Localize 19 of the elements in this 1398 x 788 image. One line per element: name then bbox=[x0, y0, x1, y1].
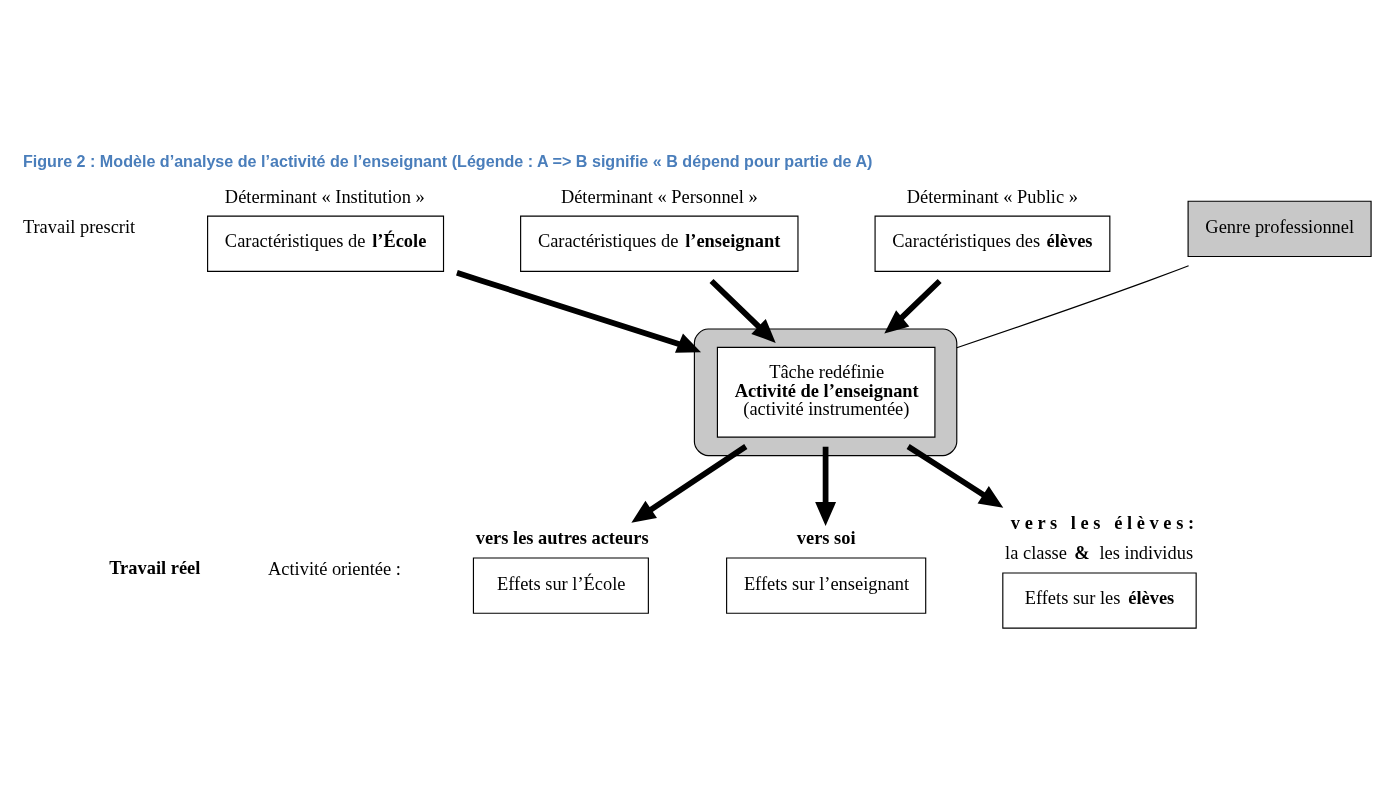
node-label: Déterminant « Institution » bbox=[224, 187, 425, 208]
node-label: vers les autres acteurs bbox=[475, 527, 649, 548]
connector bbox=[956, 265, 1190, 349]
node-label: Déterminant « Public » bbox=[906, 187, 1078, 208]
arrow bbox=[815, 446, 837, 526]
label: Activité orientée : bbox=[268, 559, 401, 580]
arrow bbox=[906, 444, 1004, 508]
node-label: vers soi bbox=[796, 527, 856, 548]
diagram-title: Figure 2 : Modèle d’analyse de l’activité de l’enseignant (Légende : A => B signifie « B dépend pour partie de A) bbox=[22, 151, 873, 170]
node-label: la classe & les individus bbox=[1005, 542, 1194, 563]
arrow bbox=[456, 270, 702, 353]
arrow bbox=[884, 278, 942, 334]
arrow bbox=[631, 444, 748, 523]
node-label: Déterminant « Personnel » bbox=[560, 187, 758, 208]
node-label: v e r s l e s é l è v e s : bbox=[1010, 512, 1195, 533]
label: Travail prescrit bbox=[22, 217, 136, 238]
cluster bbox=[693, 328, 958, 457]
arrow bbox=[709, 278, 776, 343]
label: Travail réel bbox=[109, 557, 201, 578]
